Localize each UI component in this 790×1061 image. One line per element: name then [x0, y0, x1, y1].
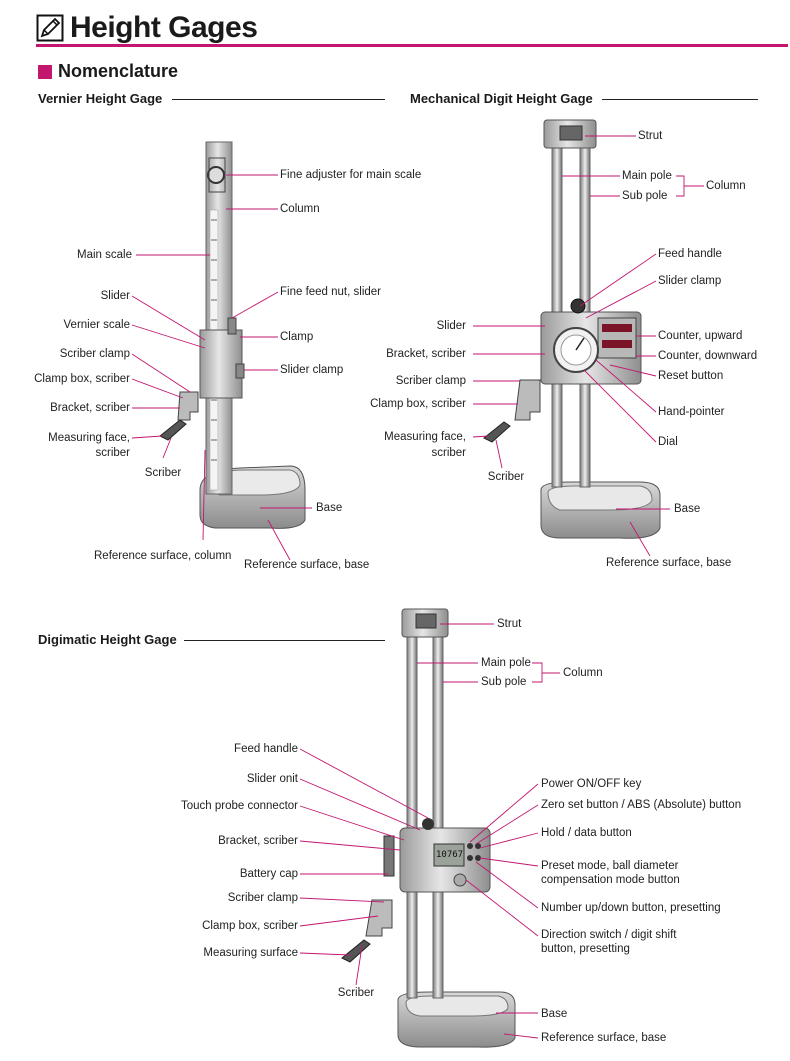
mechanical-title-rule: [602, 99, 758, 100]
label-ref-column: Reference surface, column: [94, 550, 232, 562]
mech-label-measuring-face-2: scriber: [431, 447, 466, 459]
pencil-icon: [36, 14, 64, 42]
mechanical-title: Mechanical Digit Height Gage: [410, 91, 593, 106]
digi-label-preset-1: Preset mode, ball diameter: [541, 860, 679, 872]
mech-label-reset: Reset button: [658, 370, 724, 382]
digimatic-title-rule: [184, 640, 385, 641]
label-slider-clamp: Slider clamp: [280, 364, 344, 376]
digi-label-sub-pole: Sub pole: [481, 676, 527, 688]
label-fine-feed-nut: Fine feed nut, slider: [280, 286, 382, 298]
digi-label-power: Power ON/OFF key: [541, 778, 642, 790]
digi-label-zero-set: Zero set button / ABS (Absolute) button: [541, 799, 742, 811]
mech-label-ref-base: Reference surface, base: [606, 557, 732, 569]
digi-label-battery-cap: Battery cap: [239, 868, 298, 880]
digi-label-ref-base: Reference surface, base: [541, 1032, 667, 1044]
mechanical-gage-drawing: [483, 119, 661, 539]
digi-label-scriber: Scriber: [337, 987, 375, 999]
mech-label-scriber-clamp: Scriber clamp: [395, 375, 466, 387]
mech-label-counter-down: Counter, downward: [658, 350, 758, 362]
vernier-title-rule: [172, 99, 385, 100]
digi-label-strut: Strut: [497, 618, 522, 630]
digi-label-column: Column: [563, 667, 603, 679]
label-column: Column: [280, 203, 320, 215]
digi-label-base: Base: [541, 1008, 568, 1020]
mech-label-hand-pointer: Hand-pointer: [658, 406, 725, 418]
digi-label-preset-2: compensation mode button: [541, 874, 680, 886]
label-measuring-face-2: scriber: [95, 447, 130, 459]
vernier-gage-drawing: [159, 141, 306, 529]
label-vernier-scale: Vernier scale: [63, 319, 130, 331]
label-main-scale: Main scale: [77, 249, 132, 261]
page-title: Height Gages: [70, 11, 258, 44]
digi-label-main-pole: Main pole: [481, 657, 531, 669]
label-measuring-face-1: Measuring face,: [48, 432, 130, 444]
label-clamp: Clamp: [280, 331, 314, 343]
digi-label-number: Number up/down button, presetting: [541, 902, 721, 914]
vernier-title: Vernier Height Gage: [38, 91, 163, 106]
mech-label-bracket: Bracket, scriber: [386, 348, 466, 360]
mech-label-dial: Dial: [658, 436, 678, 448]
mech-label-scriber: Scriber: [487, 471, 525, 483]
digimatic-title: Digimatic Height Gage: [38, 632, 177, 647]
mech-label-feed-handle: Feed handle: [658, 248, 722, 260]
section-title: Nomenclature: [58, 61, 179, 81]
mech-label-column: Column: [706, 180, 746, 192]
mech-label-base: Base: [674, 503, 701, 515]
digi-label-direction-1: Direction switch / digit shift: [541, 929, 677, 941]
mech-label-main-pole: Main pole: [622, 170, 672, 182]
digi-label-slider-onit: Slider onit: [246, 773, 298, 785]
leader-lines: [131, 135, 704, 1039]
label-scriber-clamp: Scriber clamp: [59, 348, 130, 360]
section-marker: [38, 64, 52, 79]
label-scriber: Scriber: [144, 467, 182, 479]
label-base: Base: [316, 502, 343, 514]
digimatic-gage-drawing: [341, 608, 516, 1048]
digi-label-measuring-surface: Measuring surface: [203, 947, 298, 959]
mech-label-counter-up: Counter, upward: [658, 330, 743, 342]
digi-label-scriber-clamp: Scriber clamp: [227, 892, 298, 904]
digi-label-feed-handle: Feed handle: [234, 743, 298, 755]
digi-label-touch-probe: Touch probe connector: [181, 800, 298, 812]
digi-label-direction-2: button, presetting: [541, 943, 630, 955]
mech-label-strut: Strut: [638, 130, 663, 142]
label-bracket: Bracket, scriber: [50, 402, 130, 414]
label-ref-base: Reference surface, base: [244, 559, 370, 571]
mech-label-slider-clamp: Slider clamp: [658, 275, 722, 287]
mech-label-slider: Slider: [436, 320, 466, 332]
section-heading: Nomenclature: [38, 61, 178, 82]
label-clamp-box: Clamp box, scriber: [34, 373, 130, 385]
page-header: Height Gages: [36, 10, 258, 46]
mech-label-clamp-box: Clamp box, scriber: [370, 398, 466, 410]
digi-label-hold: Hold / data button: [541, 827, 632, 839]
header-rule: [36, 44, 788, 47]
digi-label-bracket: Bracket, scriber: [218, 835, 298, 847]
mech-label-sub-pole: Sub pole: [622, 190, 668, 202]
label-slider: Slider: [100, 290, 130, 302]
mech-label-measuring-face-1: Measuring face,: [384, 431, 466, 443]
label-fine-adjuster: Fine adjuster for main scale: [280, 169, 422, 181]
digi-label-clamp-box: Clamp box, scriber: [202, 920, 298, 932]
digimatic-display-reading: 10767: [436, 850, 464, 860]
